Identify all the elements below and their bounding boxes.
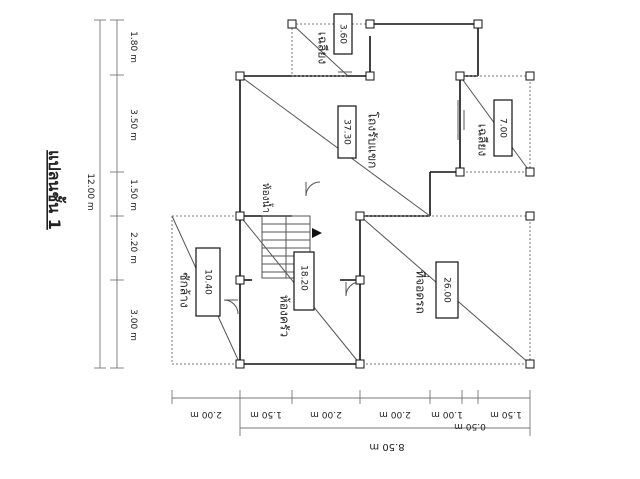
room-kitchen-name: ห้องครัว (278, 295, 292, 337)
bottom-dim-6: 1.50 m (490, 409, 522, 419)
door-swings (223, 71, 465, 315)
room-laundry: 10.40 ซักล้าง (178, 247, 221, 317)
room-porch-small-area: 3.60 (338, 24, 348, 44)
bottom-dimension-chain (171, 390, 531, 436)
plan-title: แปลนชั้น 1 (45, 150, 67, 230)
room-carport-area: 26.00 (442, 277, 452, 303)
bottom-dim-4: 2.00 m (379, 409, 411, 419)
room-kitchen-area: 18.20 (299, 265, 309, 291)
room-carport: 26.00 ที่จอดรถ (414, 261, 459, 319)
bottom-dim-5: 1.00 m (431, 409, 463, 419)
room-carport-name: ที่จอดรถ (414, 270, 430, 314)
left-dim-5: 3.00 m (128, 309, 138, 341)
left-dim-1: 1.80 m (128, 31, 138, 63)
room-porch-small-name: เฉลียง (316, 32, 330, 65)
left-dimension-chain (94, 19, 124, 369)
room-living: 37.30 โถงรับแขก (337, 105, 380, 169)
corner-nodes (235, 19, 535, 369)
room-laundry-area: 10.40 (203, 269, 213, 295)
room-bathroom-name: ห้องน้ำ (260, 183, 274, 213)
left-dim-4: 2.20 m (128, 232, 138, 264)
bottom-dim-2: 1.50 m (250, 409, 282, 419)
left-dim-3: 1.50 m (128, 179, 138, 211)
room-porch-small: 3.60 เฉลียง (316, 13, 353, 65)
total-depth-label: 12.00 m (85, 173, 95, 210)
total-width-label: 8.50 m (369, 441, 404, 452)
room-porch-large-area: 7.00 (498, 118, 508, 138)
room-laundry-name: ซักล้าง (178, 272, 192, 307)
room-porch-large-name: เฉลียง (476, 124, 490, 157)
bottom-dim-3: 2.00 m (310, 409, 342, 419)
room-bathroom: ห้องน้ำ (260, 183, 274, 213)
bottom-dim-sub: 0.50 m (454, 421, 486, 431)
room-living-area: 37.30 (342, 119, 352, 145)
dashed-outlines (171, 23, 531, 365)
walls (171, 23, 531, 365)
room-kitchen: 18.20 ห้องครัว (278, 251, 315, 337)
left-dim-2: 3.50 m (128, 109, 138, 141)
room-porch-large: 7.00 เฉลียง (476, 99, 513, 157)
bottom-dim-1: 2.00 m (190, 409, 222, 419)
room-living-name: โถงรับแขก (366, 112, 380, 169)
